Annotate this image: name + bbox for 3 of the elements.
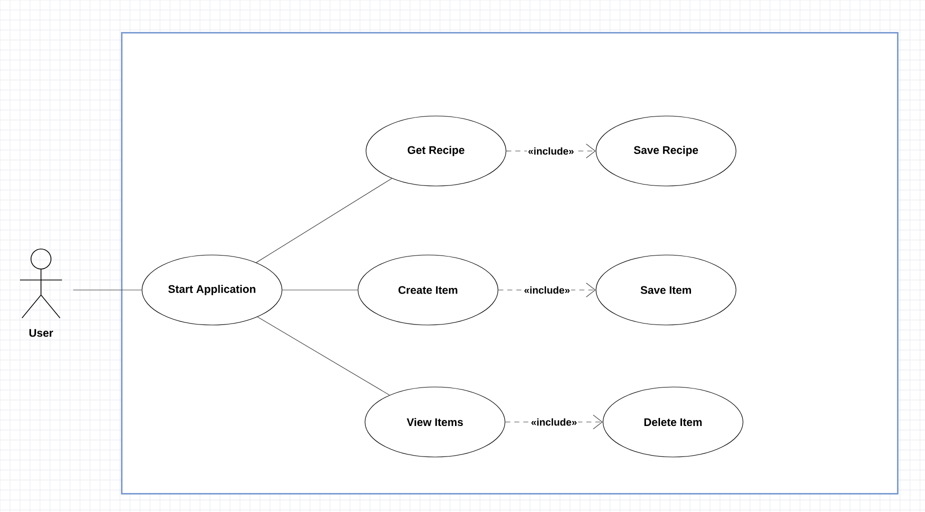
- actor: User: [20, 248, 62, 337]
- association-line: [256, 178, 392, 263]
- association-line: [257, 316, 390, 396]
